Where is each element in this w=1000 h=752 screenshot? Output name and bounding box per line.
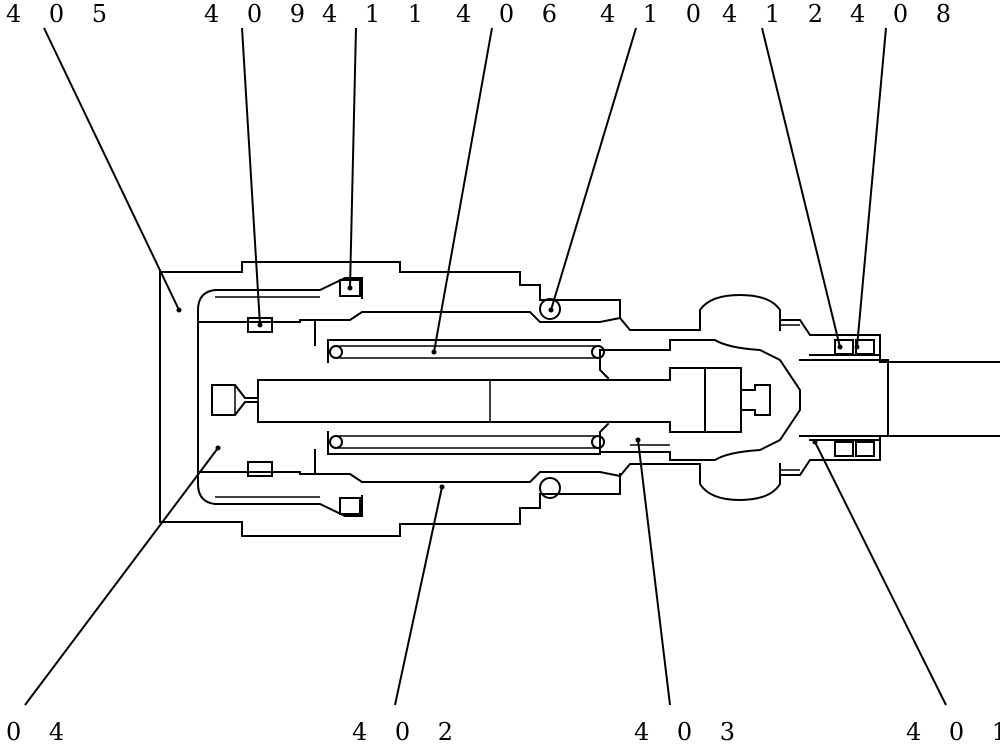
ring-bottom	[339, 497, 361, 515]
label-403: 4 0 3	[634, 718, 745, 746]
seal-408-bottom	[855, 441, 875, 457]
outer-body-outline	[197, 261, 621, 537]
part-labels: 4 0 5 4 0 9 4 1 1 4 0 6 4 1 0 4 1 2 4 0 …	[6, 0, 1000, 746]
label-401: 4 0 1	[906, 718, 1000, 746]
o-ring-bottom	[539, 477, 561, 499]
o-ring-top	[539, 298, 561, 320]
label-402: 4 0 2	[352, 718, 463, 746]
label-409: 4 0 9	[204, 0, 315, 28]
end-cap-outline	[159, 271, 243, 523]
seal-412-bottom	[834, 441, 854, 457]
label-411: 4 1 1	[322, 0, 433, 28]
poppet	[599, 339, 801, 461]
label-410: 4 1 0	[600, 0, 711, 28]
spring-housing	[314, 311, 701, 483]
nut-bushing	[699, 293, 1000, 502]
leader-lines	[24, 27, 947, 706]
label-404: 0 4	[6, 718, 74, 746]
label-408: 4 0 8	[850, 0, 961, 28]
label-406: 4 0 6	[456, 0, 567, 28]
label-405: 4 0 5	[6, 0, 117, 28]
seal-bottom	[247, 461, 273, 477]
seal-412	[834, 339, 854, 355]
label-412: 4 1 2	[722, 0, 833, 28]
ring-top	[339, 279, 361, 297]
plunger-rod	[211, 367, 706, 433]
spring	[329, 345, 605, 449]
